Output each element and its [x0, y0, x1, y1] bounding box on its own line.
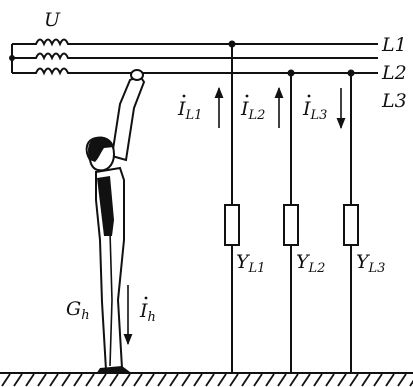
ground-hatch-mark — [13, 373, 23, 387]
coil-1 — [12, 38, 86, 47]
ground-hatch-mark — [229, 373, 239, 387]
source-label: U — [44, 9, 61, 31]
ground-hatch-mark — [349, 373, 359, 387]
ground-hatch-mark — [217, 373, 227, 387]
ground-hatch-mark — [193, 373, 203, 387]
branch-l2 — [274, 69, 299, 372]
ground-hatch-mark — [277, 373, 287, 387]
admittance-label-l1: YL1 — [236, 251, 265, 276]
current-label-l1: IL1 — [177, 98, 202, 123]
ground — [0, 372, 413, 387]
hand-on-line — [130, 69, 144, 81]
ground-hatch-mark — [313, 373, 323, 387]
current-label-l2: IL2 — [240, 98, 265, 123]
neutral-junction — [9, 55, 15, 61]
ground-hatch-mark — [1, 373, 11, 387]
ground-hatch-mark — [361, 373, 371, 387]
ground-hatch-mark — [325, 373, 335, 387]
line-label-l2: L2 — [381, 62, 407, 84]
human-figure — [85, 69, 146, 374]
ground-hatch-mark — [253, 373, 263, 387]
arm-lowered — [97, 176, 114, 236]
admittance-box-l1 — [224, 204, 240, 246]
human-conductance-label: Gh — [66, 298, 90, 323]
line-label-l1: L1 — [381, 34, 407, 56]
ground-hatch-mark — [109, 373, 119, 387]
ground-hatch-mark — [397, 373, 407, 387]
admittance-label-l2: YL2 — [296, 251, 325, 276]
ground-hatch-mark — [61, 373, 71, 387]
ground-hatch-mark — [409, 379, 413, 387]
ground-hatch-mark — [85, 373, 95, 387]
ground-hatch-mark — [241, 373, 251, 387]
ground-hatch-mark — [25, 373, 35, 387]
ground-hatch-mark — [73, 373, 83, 387]
coil-2 — [12, 52, 86, 61]
ground-hatch-mark — [265, 373, 275, 387]
human-current-label: Ih — [139, 300, 156, 325]
ground-hatch-mark — [181, 373, 191, 387]
ground-hatch-mark — [385, 373, 395, 387]
ground-hatch-mark — [373, 373, 383, 387]
ground-hatch-mark — [289, 373, 299, 387]
ground-hatch-mark — [301, 373, 311, 387]
admittance-box-l3 — [343, 204, 359, 246]
ground-hatch-mark — [205, 373, 215, 387]
ground-hatch-mark — [133, 373, 143, 387]
coil-3 — [12, 67, 86, 76]
ground-hatch-mark — [145, 373, 155, 387]
source-windings: U — [9, 9, 86, 76]
ground-hatch-mark — [157, 373, 167, 387]
admittance-box-l2 — [283, 204, 299, 246]
hair — [88, 136, 114, 162]
ground-hatch-mark — [169, 373, 179, 387]
branch-l1 — [214, 40, 240, 372]
ground-hatch-mark — [97, 373, 107, 387]
current-label-l3: IL3 — [302, 98, 327, 123]
ground-hatch-mark — [337, 373, 347, 387]
ground-hatch-mark — [121, 373, 131, 387]
ground-hatch-mark — [49, 373, 59, 387]
ground-hatch-mark — [37, 373, 47, 387]
admittance-label-l3: YL3 — [356, 251, 385, 276]
branch-l3 — [336, 69, 359, 372]
line-label-l3: L3 — [381, 90, 407, 112]
